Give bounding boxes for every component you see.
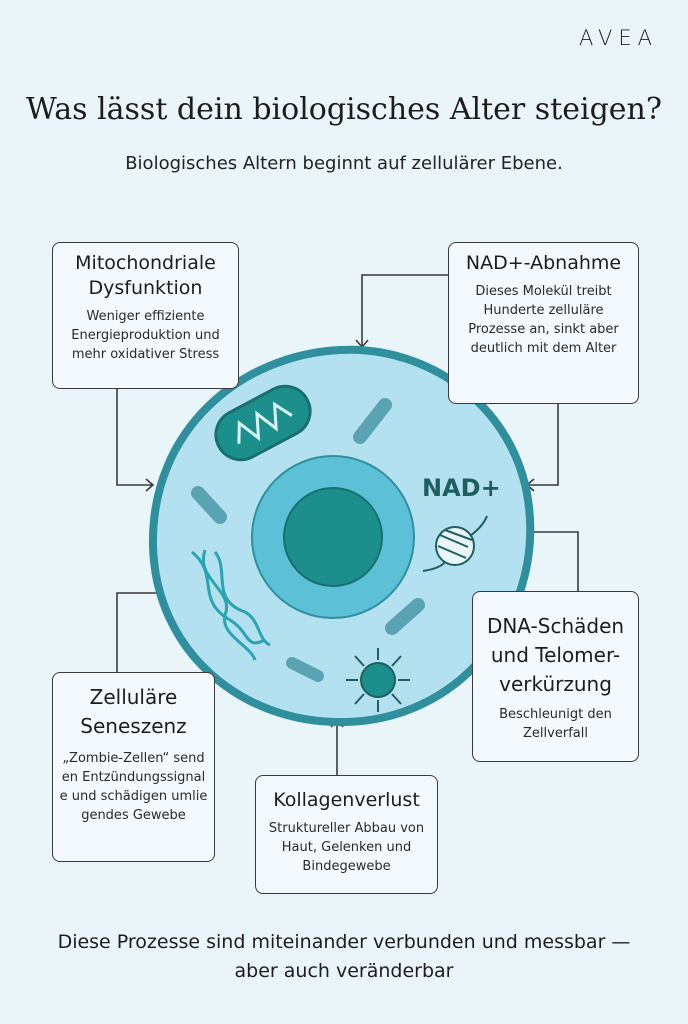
connector-nad-top: [361, 274, 448, 346]
box-title: Kollagenverlust: [273, 789, 420, 811]
brand-logo: AVEA: [578, 26, 658, 50]
cell: NAD+: [148, 345, 535, 727]
box-text: Dieses Molekül treibt Hunderte zelluläre…: [468, 284, 619, 356]
box-nad-decline: NAD+-Abnahme Dieses Molekül treibt Hunde…: [448, 242, 639, 404]
arrow-icon: [145, 478, 155, 492]
organelles: [191, 398, 425, 682]
box-title: NAD+-Abnahme: [465, 252, 622, 274]
telomere-icon: [422, 515, 488, 572]
senescent-cell-icon: [346, 648, 410, 712]
box-title: Zelluläre Seneszenz: [80, 685, 187, 738]
box-text: Beschleunigt den Zellverfall: [499, 707, 612, 741]
nucleolus: [283, 487, 383, 587]
mitochondrion-icon: [214, 384, 312, 462]
box-title: DNA-Schäden und Telomer-verkürzung: [486, 614, 625, 696]
box-cellular-senescence: Zelluläre Seneszenz „Zombie-Zellen“ send…: [52, 672, 215, 862]
box-mitochondrial-dysfunction: Mitochondriale Dysfunktion Weniger effiz…: [52, 242, 239, 389]
box-title: Mitochondriale Dysfunktion: [75, 252, 216, 299]
box-text: „Zombie-Zellen“ senden Entzündungssignal…: [59, 751, 208, 823]
box-text: Weniger effiziente Energieproduktion und…: [71, 309, 220, 362]
page-subtitle: Biologisches Altern beginnt auf zellulär…: [125, 153, 563, 174]
dna-strand-icon: [191, 549, 271, 661]
page-title: Was lässt dein biologisches Alter steige…: [26, 92, 662, 127]
connector-senescence: [116, 592, 160, 672]
connector-dna: [528, 531, 579, 591]
nad-label: NAD+: [422, 474, 501, 502]
box-dna-damage: DNA-Schäden und Telomer-verkürzung Besch…: [472, 591, 639, 762]
box-collagen-loss: Kollagenverlust Struktureller Abbau von …: [255, 775, 438, 894]
connector-mito: [116, 388, 152, 486]
box-text: Struktureller Abbau von Haut, Gelenken u…: [268, 821, 425, 874]
connector-nad-side: [528, 403, 559, 486]
footer-statement: Diese Prozesse sind miteinander verbunde…: [57, 931, 631, 982]
